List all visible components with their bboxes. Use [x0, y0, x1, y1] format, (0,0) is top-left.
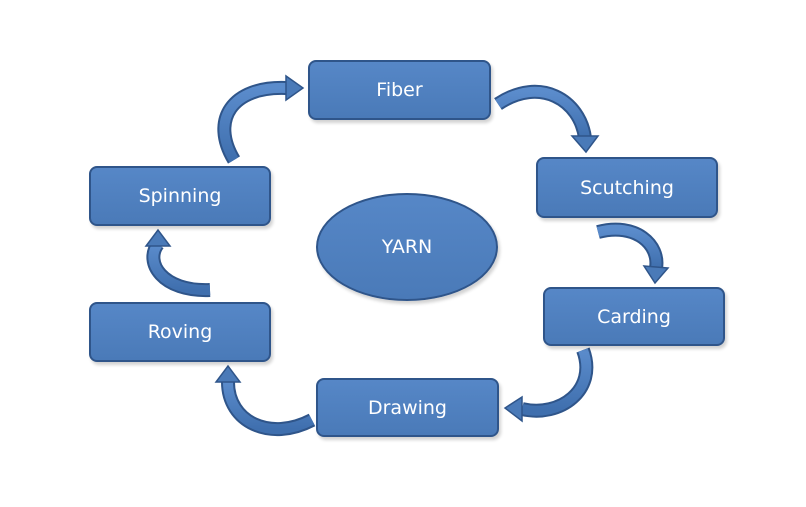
node-fiber-label: Fiber [376, 79, 423, 101]
center-label: YARN [381, 236, 433, 258]
node-scutching-label: Scutching [580, 176, 674, 199]
node-drawing-label: Drawing [367, 396, 447, 419]
center-yarn-ellipse: YARN [316, 193, 498, 301]
arrow-roving-to-spinning [144, 228, 211, 298]
node-roving: Roving [89, 302, 271, 362]
node-carding-label: Carding [597, 305, 671, 328]
arrow-drawing-to-roving [214, 364, 316, 436]
node-carding: Carding [543, 287, 725, 346]
arrow-spinning-to-fiber [217, 74, 305, 164]
node-drawing: Drawing [316, 378, 499, 437]
node-spinning: Spinning [89, 166, 271, 226]
arrow-carding-to-drawing [503, 347, 594, 423]
node-roving-label: Roving [147, 321, 213, 343]
arrow-scutching-to-carding [596, 222, 670, 285]
arrow-fiber-to-scutching [494, 84, 600, 154]
node-spinning-label: Spinning [138, 185, 222, 207]
node-scutching: Scutching [536, 157, 718, 218]
node-fiber: Fiber [308, 60, 491, 120]
